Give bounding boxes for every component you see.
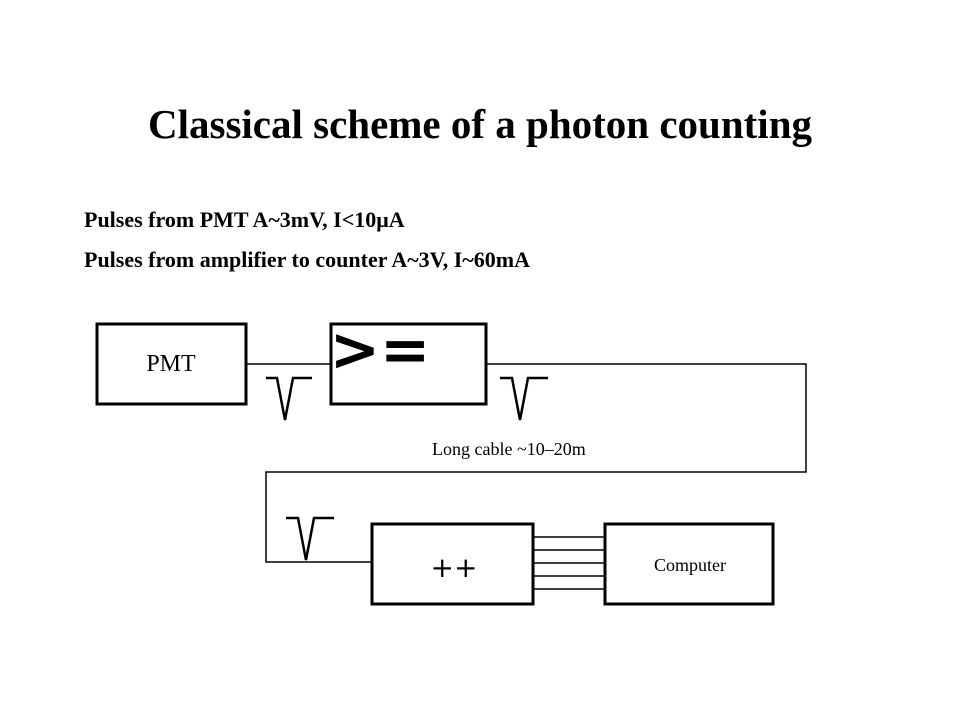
computer-block (603, 522, 775, 606)
pmt-label: PMT (146, 351, 196, 377)
long-cable-wire (265, 363, 807, 563)
discriminator-label: >= (330, 315, 431, 385)
pulse-description-list: Pulses from PMT A~3mV, I<10μA Pulses fro… (84, 200, 530, 280)
slide-title: Classical scheme of a photon counting (147, 101, 812, 147)
pmt-pulse-line: Pulses from PMT A~3mV, I<10μA (84, 207, 405, 232)
counter-input-pulse-icon (286, 516, 334, 561)
counter-label: ++ (431, 551, 478, 584)
amplifier-pulse-line: Pulses from amplifier to counter A~3V, I… (84, 247, 530, 272)
computer-label: Computer (654, 555, 726, 575)
pmt-pulse-icon (266, 376, 312, 421)
cable-length-label: Long cable ~10–20m (432, 439, 586, 459)
data-bus (533, 536, 605, 590)
discriminator-pulse-icon (500, 376, 548, 421)
counter-block (370, 522, 535, 606)
